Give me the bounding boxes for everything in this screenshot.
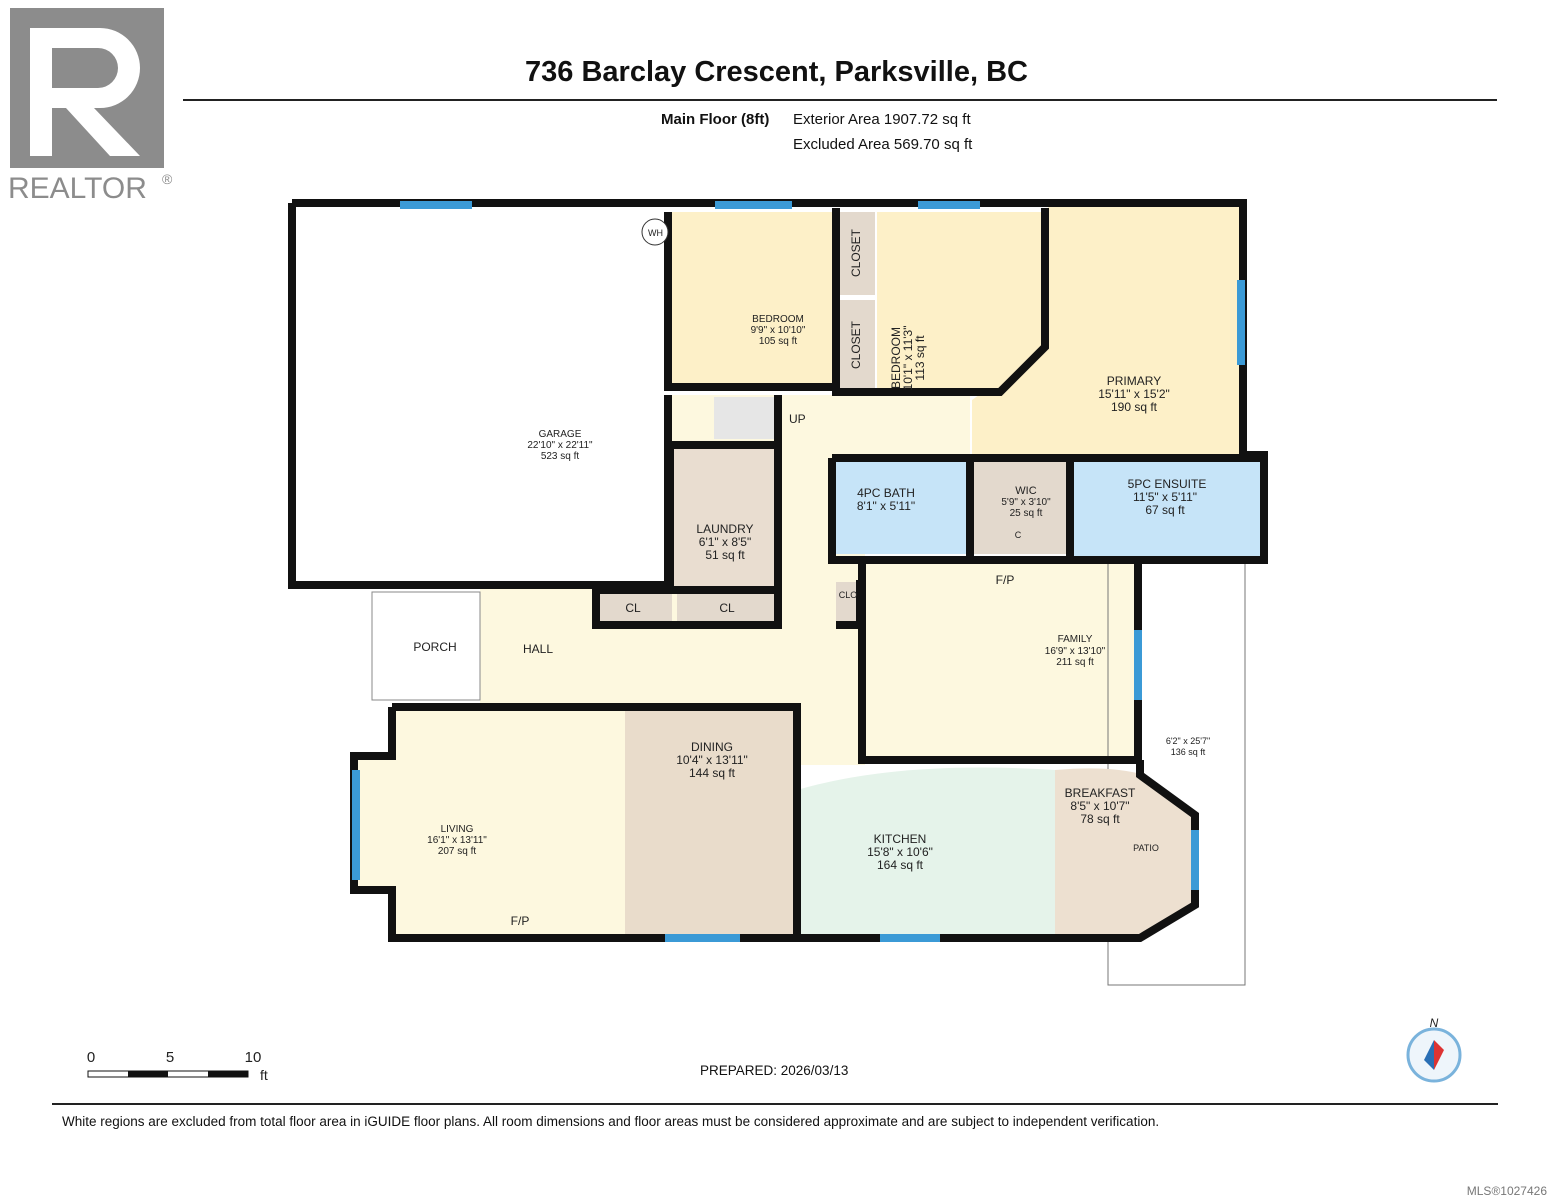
wic-dims: 5'9" x 3'10" — [1001, 497, 1051, 508]
logo-text: REALTOR — [8, 172, 147, 205]
stairs-label: UP — [789, 412, 806, 426]
kitchen-label: KITCHEN — [874, 832, 927, 846]
primary-label: PRIMARY — [1107, 374, 1161, 388]
family-dims: 16'9" x 13'10" — [1045, 646, 1106, 657]
footer-divider — [52, 1103, 1498, 1105]
ensuite-room[interactable] — [1072, 458, 1264, 558]
wic-label: WIC — [1015, 485, 1036, 497]
scale-tick-5: 5 — [166, 1049, 174, 1066]
cl2-label: CL — [719, 601, 735, 615]
closet2[interactable] — [837, 300, 875, 390]
bedroom2-label: BEDROOM — [889, 327, 903, 389]
laundry-dims: 6'1" x 8'5" — [699, 535, 751, 549]
page-title: 736 Barclay Crescent, Parksville, BC — [525, 56, 1028, 88]
exterior-area: Exterior Area 1907.72 sq ft — [793, 111, 971, 128]
walls — [288, 199, 1268, 942]
cl1[interactable] — [597, 592, 672, 624]
mls-number: MLS®1027426 — [1466, 1184, 1547, 1198]
garage-room[interactable] — [292, 203, 668, 583]
breakfast-label: BREAKFAST — [1065, 786, 1136, 800]
header-divider — [183, 99, 1497, 101]
compass-label: N — [1430, 1016, 1439, 1030]
patio-dims: 6'2" x 25'7" — [1166, 736, 1210, 746]
compass-icon: N — [1406, 1016, 1462, 1083]
primary-area: 190 sq ft — [1111, 400, 1158, 414]
hall-upper — [780, 395, 970, 460]
bedroom2-area: 113 sq ft — [913, 335, 927, 381]
cl2[interactable] — [677, 592, 777, 624]
bath4-room[interactable] — [834, 460, 970, 554]
ensuite-dims: 11'5" x 5'11" — [1133, 490, 1197, 504]
closet2-label: CLOSET — [849, 320, 863, 369]
hall-label: HALL — [523, 642, 553, 656]
bedroom2-room[interactable] — [877, 212, 1043, 392]
living-dims: 16'1" x 13'11" — [427, 835, 487, 846]
porch-label: PORCH — [413, 640, 456, 654]
logo-mark: ® — [162, 171, 173, 187]
scale-unit: ft — [260, 1067, 268, 1083]
stairs[interactable] — [714, 397, 778, 439]
family-fp-label: F/P — [996, 573, 1015, 587]
laundry-area: 51 sq ft — [705, 548, 745, 562]
bedroom1-room[interactable] — [672, 212, 835, 388]
scale-bar: 0 5 10 ft — [87, 1049, 268, 1083]
dining-room[interactable] — [625, 707, 795, 938]
laundry-room[interactable] — [672, 447, 778, 587]
family-area: 211 sq ft — [1056, 657, 1094, 668]
bedroom2-dims: 10'1" x 11'3" — [901, 326, 915, 391]
patio-area-text: 136 sq ft — [1171, 747, 1206, 757]
windows — [352, 201, 1245, 942]
breakfast-area: 78 sq ft — [1080, 812, 1120, 826]
laundry-label: LAUNDRY — [696, 522, 753, 536]
garage-dims: 22'10" x 22'11" — [527, 440, 593, 451]
bedroom1-dims: 9'9" x 10'10" — [751, 325, 806, 336]
scale-tick-0: 0 — [87, 1049, 95, 1066]
garage-area: 523 sq ft — [541, 451, 580, 462]
living-label: LIVING — [441, 824, 474, 835]
breakfast-dims: 8'5" x 10'7" — [1070, 799, 1129, 813]
bedroom1-area: 105 sq ft — [759, 336, 798, 347]
dining-label: DINING — [691, 740, 733, 754]
wic-room[interactable] — [974, 460, 1068, 554]
ensuite-label: 5PC ENSUITE — [1128, 477, 1207, 491]
garage-label: GARAGE — [539, 429, 582, 440]
kitchen-area: 164 sq ft — [877, 858, 924, 872]
breakfast-room[interactable] — [1055, 768, 1195, 938]
patio-label: PATIO — [1133, 843, 1159, 853]
scale-tick-10: 10 — [245, 1049, 262, 1066]
kitchen-room[interactable] — [797, 767, 1055, 939]
disclaimer: White regions are excluded from total fl… — [62, 1114, 1160, 1129]
bath4-dims: 8'1" x 5'11" — [857, 499, 915, 513]
floor-name: Main Floor (8ft) — [661, 111, 770, 128]
bedroom1-label: BEDROOM — [752, 314, 804, 325]
wh-appliance: WH — [641, 218, 669, 246]
living-area: 207 sq ft — [438, 846, 477, 857]
ensuite-area: 67 sq ft — [1145, 503, 1185, 517]
primary-dims: 15'11" x 15'2" — [1098, 387, 1170, 401]
bath4-label: 4PC BATH — [857, 486, 915, 500]
wic-area: 25 sq ft — [1010, 508, 1043, 519]
prepared-date: PREPARED: 2026/03/13 — [700, 1063, 849, 1078]
cl1-label: CL — [625, 601, 641, 615]
family-room[interactable] — [862, 562, 1138, 762]
clo-label: CLO — [839, 590, 858, 600]
primary-room[interactable] — [972, 207, 1240, 455]
excluded-area: Excluded Area 569.70 sq ft — [793, 136, 973, 153]
living-fp-label: F/P — [511, 914, 530, 928]
dining-dims: 10'4" x 13'11" — [676, 753, 748, 767]
realtor-logo: REALTOR ® — [8, 8, 180, 208]
kitchen-dims: 15'8" x 10'6" — [867, 845, 933, 859]
family-label: FAMILY — [1058, 634, 1093, 645]
wic-c-label: C — [1015, 530, 1022, 540]
realtor-r-icon: REALTOR ® — [8, 8, 173, 205]
closet1[interactable] — [837, 212, 875, 295]
svg-text:WH: WH — [648, 228, 663, 238]
living-room[interactable] — [354, 707, 625, 938]
dining-area: 144 sq ft — [689, 766, 736, 780]
closet1-label: CLOSET — [849, 228, 863, 277]
porch-area[interactable] — [371, 591, 481, 701]
